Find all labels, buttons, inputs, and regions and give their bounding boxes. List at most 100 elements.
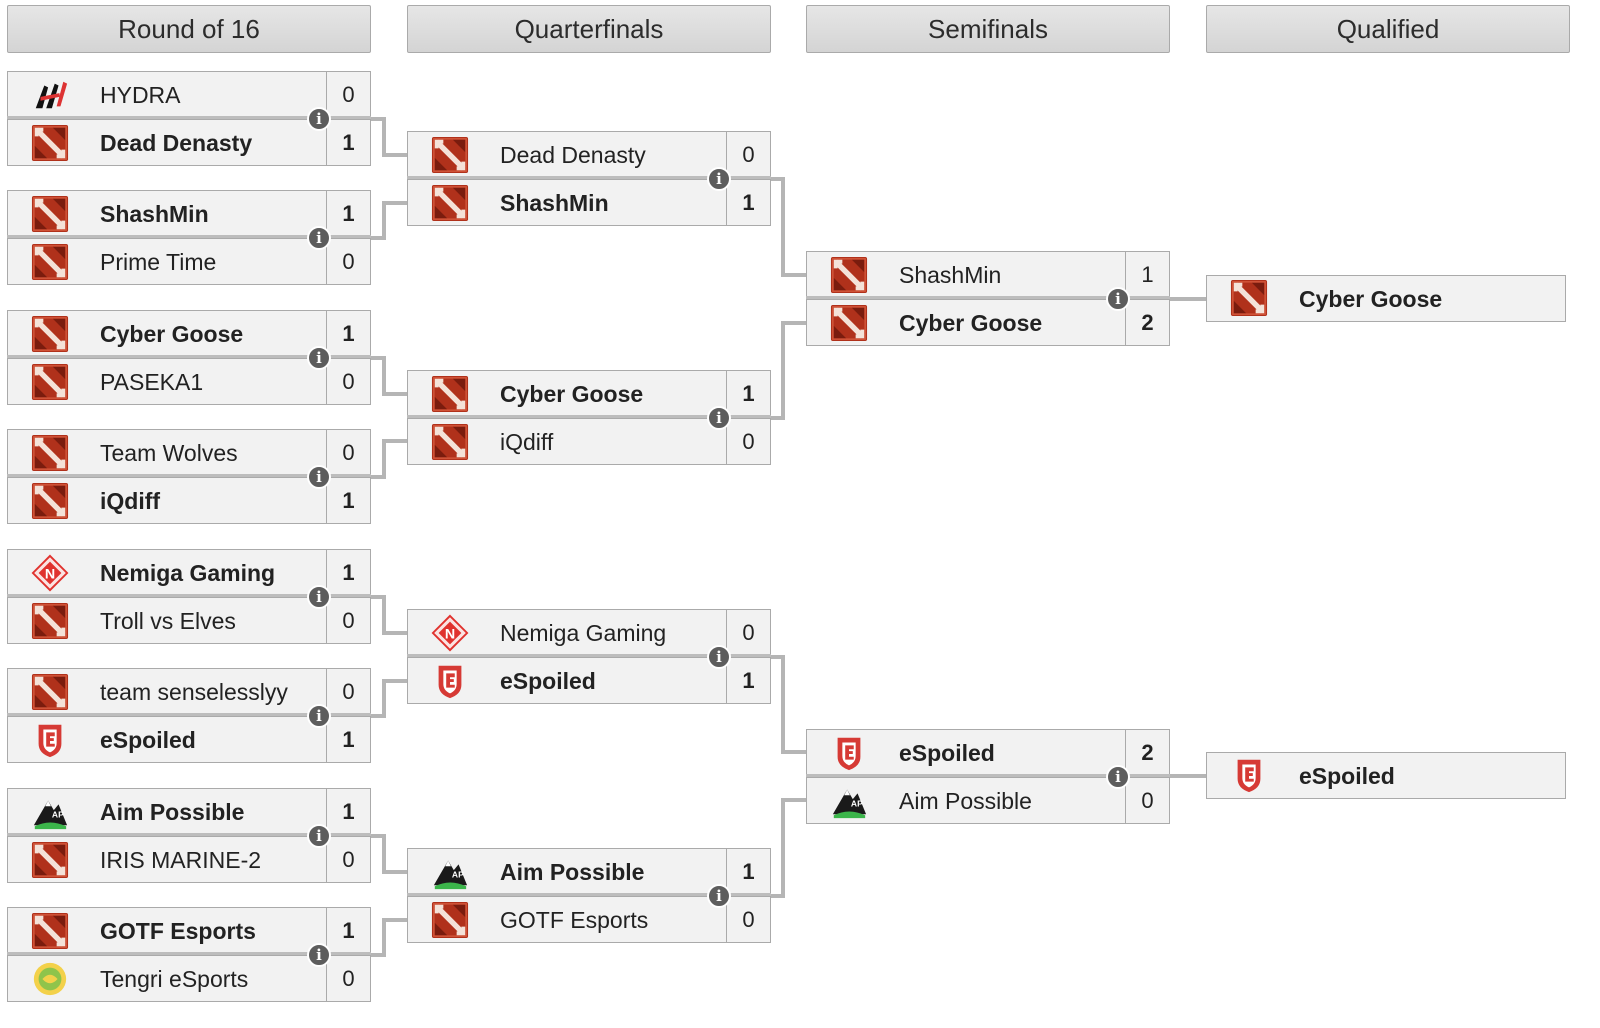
aim-possible-logo: AP (30, 793, 70, 831)
aim-possible-logo: AP (430, 853, 470, 891)
dota-logo (829, 304, 869, 342)
team-name[interactable]: Troll vs Elves (100, 608, 236, 634)
info-icon[interactable]: i (1106, 765, 1130, 789)
info-icon[interactable]: i (707, 884, 731, 908)
info-icon[interactable]: i (307, 824, 331, 848)
svg-text:N: N (445, 627, 455, 643)
team-name[interactable]: Cyber Goose (500, 381, 644, 407)
team-row[interactable]: GOTF Esports 0 (407, 896, 771, 943)
match-separator (407, 654, 771, 658)
info-icon[interactable]: i (1106, 287, 1130, 311)
match-separator (7, 355, 371, 359)
team-score: 1 (326, 550, 370, 596)
team-name[interactable]: eSpoiled (500, 668, 596, 694)
team-row[interactable]: N Nemiga Gaming 1 (7, 549, 371, 596)
qualified-team-2[interactable]: eSpoiled (1206, 752, 1566, 799)
espoiled-logo (829, 734, 869, 772)
match-separator (407, 415, 771, 419)
info-icon[interactable]: i (307, 226, 331, 250)
info-icon[interactable]: i (707, 167, 731, 191)
team-name[interactable]: ShashMin (899, 262, 1002, 288)
team-name[interactable]: iQdiff (100, 488, 161, 514)
info-icon[interactable]: i (307, 107, 331, 131)
team-name[interactable]: IRIS MARINE-2 (100, 847, 262, 873)
team-name[interactable]: team senselesslyy (100, 679, 288, 705)
team-score: 0 (726, 897, 770, 943)
team-score: 1 (326, 120, 370, 166)
team-score: 1 (326, 311, 370, 357)
team-name[interactable]: PASEKA1 (100, 369, 204, 395)
team-score: 1 (726, 658, 770, 704)
team-name[interactable]: iQdiff (500, 429, 554, 455)
team-name[interactable]: Aim Possible (500, 859, 645, 885)
dota-logo (430, 423, 470, 461)
team-score: 0 (326, 430, 370, 476)
team-name[interactable]: HYDRA (100, 82, 181, 108)
info-icon[interactable]: i (307, 346, 331, 370)
stage-header-semifinals: Semifinals (806, 5, 1170, 53)
qualified-team-1[interactable]: Cyber Goose (1206, 275, 1566, 322)
team-name[interactable]: Nemiga Gaming (500, 620, 667, 646)
stage-header-quarterfinals: Quarterfinals (407, 5, 771, 53)
team-name[interactable]: Aim Possible (899, 788, 1032, 814)
team-name[interactable]: Prime Time (100, 249, 217, 275)
dota-logo (829, 256, 869, 294)
team-name[interactable]: Nemiga Gaming (100, 560, 276, 586)
team-score: 0 (726, 419, 770, 465)
team-score: 1 (726, 371, 770, 417)
info-icon[interactable]: i (307, 704, 331, 728)
team-name[interactable]: Cyber Goose (100, 321, 244, 347)
team-score: 0 (326, 598, 370, 644)
team-name[interactable]: ShashMin (100, 201, 209, 227)
team-score: 1 (326, 789, 370, 835)
team-name[interactable]: Cyber Goose (1299, 286, 1443, 312)
team-row[interactable]: Cyber Goose 1 (407, 370, 771, 417)
team-name[interactable]: GOTF Esports (100, 918, 256, 944)
match-separator (7, 235, 371, 239)
info-icon[interactable]: i (707, 406, 731, 430)
svg-text:AP: AP (52, 810, 64, 820)
team-score: 0 (326, 837, 370, 883)
team-name[interactable]: eSpoiled (899, 740, 995, 766)
dota-logo (430, 136, 470, 174)
info-icon[interactable]: i (307, 585, 331, 609)
team-name[interactable]: GOTF Esports (500, 907, 649, 933)
dota-logo (30, 673, 70, 711)
team-name[interactable]: ShashMin (500, 190, 609, 216)
team-name[interactable]: Tengri eSports (100, 966, 249, 992)
dota-logo (30, 602, 70, 640)
info-icon[interactable]: i (307, 465, 331, 489)
team-name[interactable]: eSpoiled (100, 727, 196, 753)
stage-header-qualified: Qualified (1206, 5, 1570, 53)
team-score: 2 (1125, 730, 1169, 776)
team-name[interactable]: Dead Denasty (500, 142, 646, 168)
dota-logo (30, 124, 70, 162)
info-icon[interactable]: i (707, 645, 731, 669)
team-name[interactable]: Team Wolves (100, 440, 238, 466)
team-name[interactable]: Dead Denasty (100, 130, 253, 156)
nemiga-logo: N (430, 614, 470, 652)
match-separator (7, 713, 371, 717)
team-score: 0 (726, 610, 770, 656)
team-name[interactable]: Cyber Goose (899, 310, 1043, 336)
dota-logo (1229, 279, 1269, 317)
nemiga-logo: N (30, 554, 70, 592)
match-separator (7, 116, 371, 120)
team-name[interactable]: eSpoiled (1299, 763, 1395, 789)
team-score: 0 (326, 239, 370, 285)
team-score: 0 (726, 132, 770, 178)
info-icon[interactable]: i (307, 943, 331, 967)
match-separator (407, 176, 771, 180)
stage-header-round-of-16: Round of 16 (7, 5, 371, 53)
team-name[interactable]: Aim Possible (100, 799, 245, 825)
hydra-logo (30, 76, 70, 114)
team-score: 1 (326, 717, 370, 763)
